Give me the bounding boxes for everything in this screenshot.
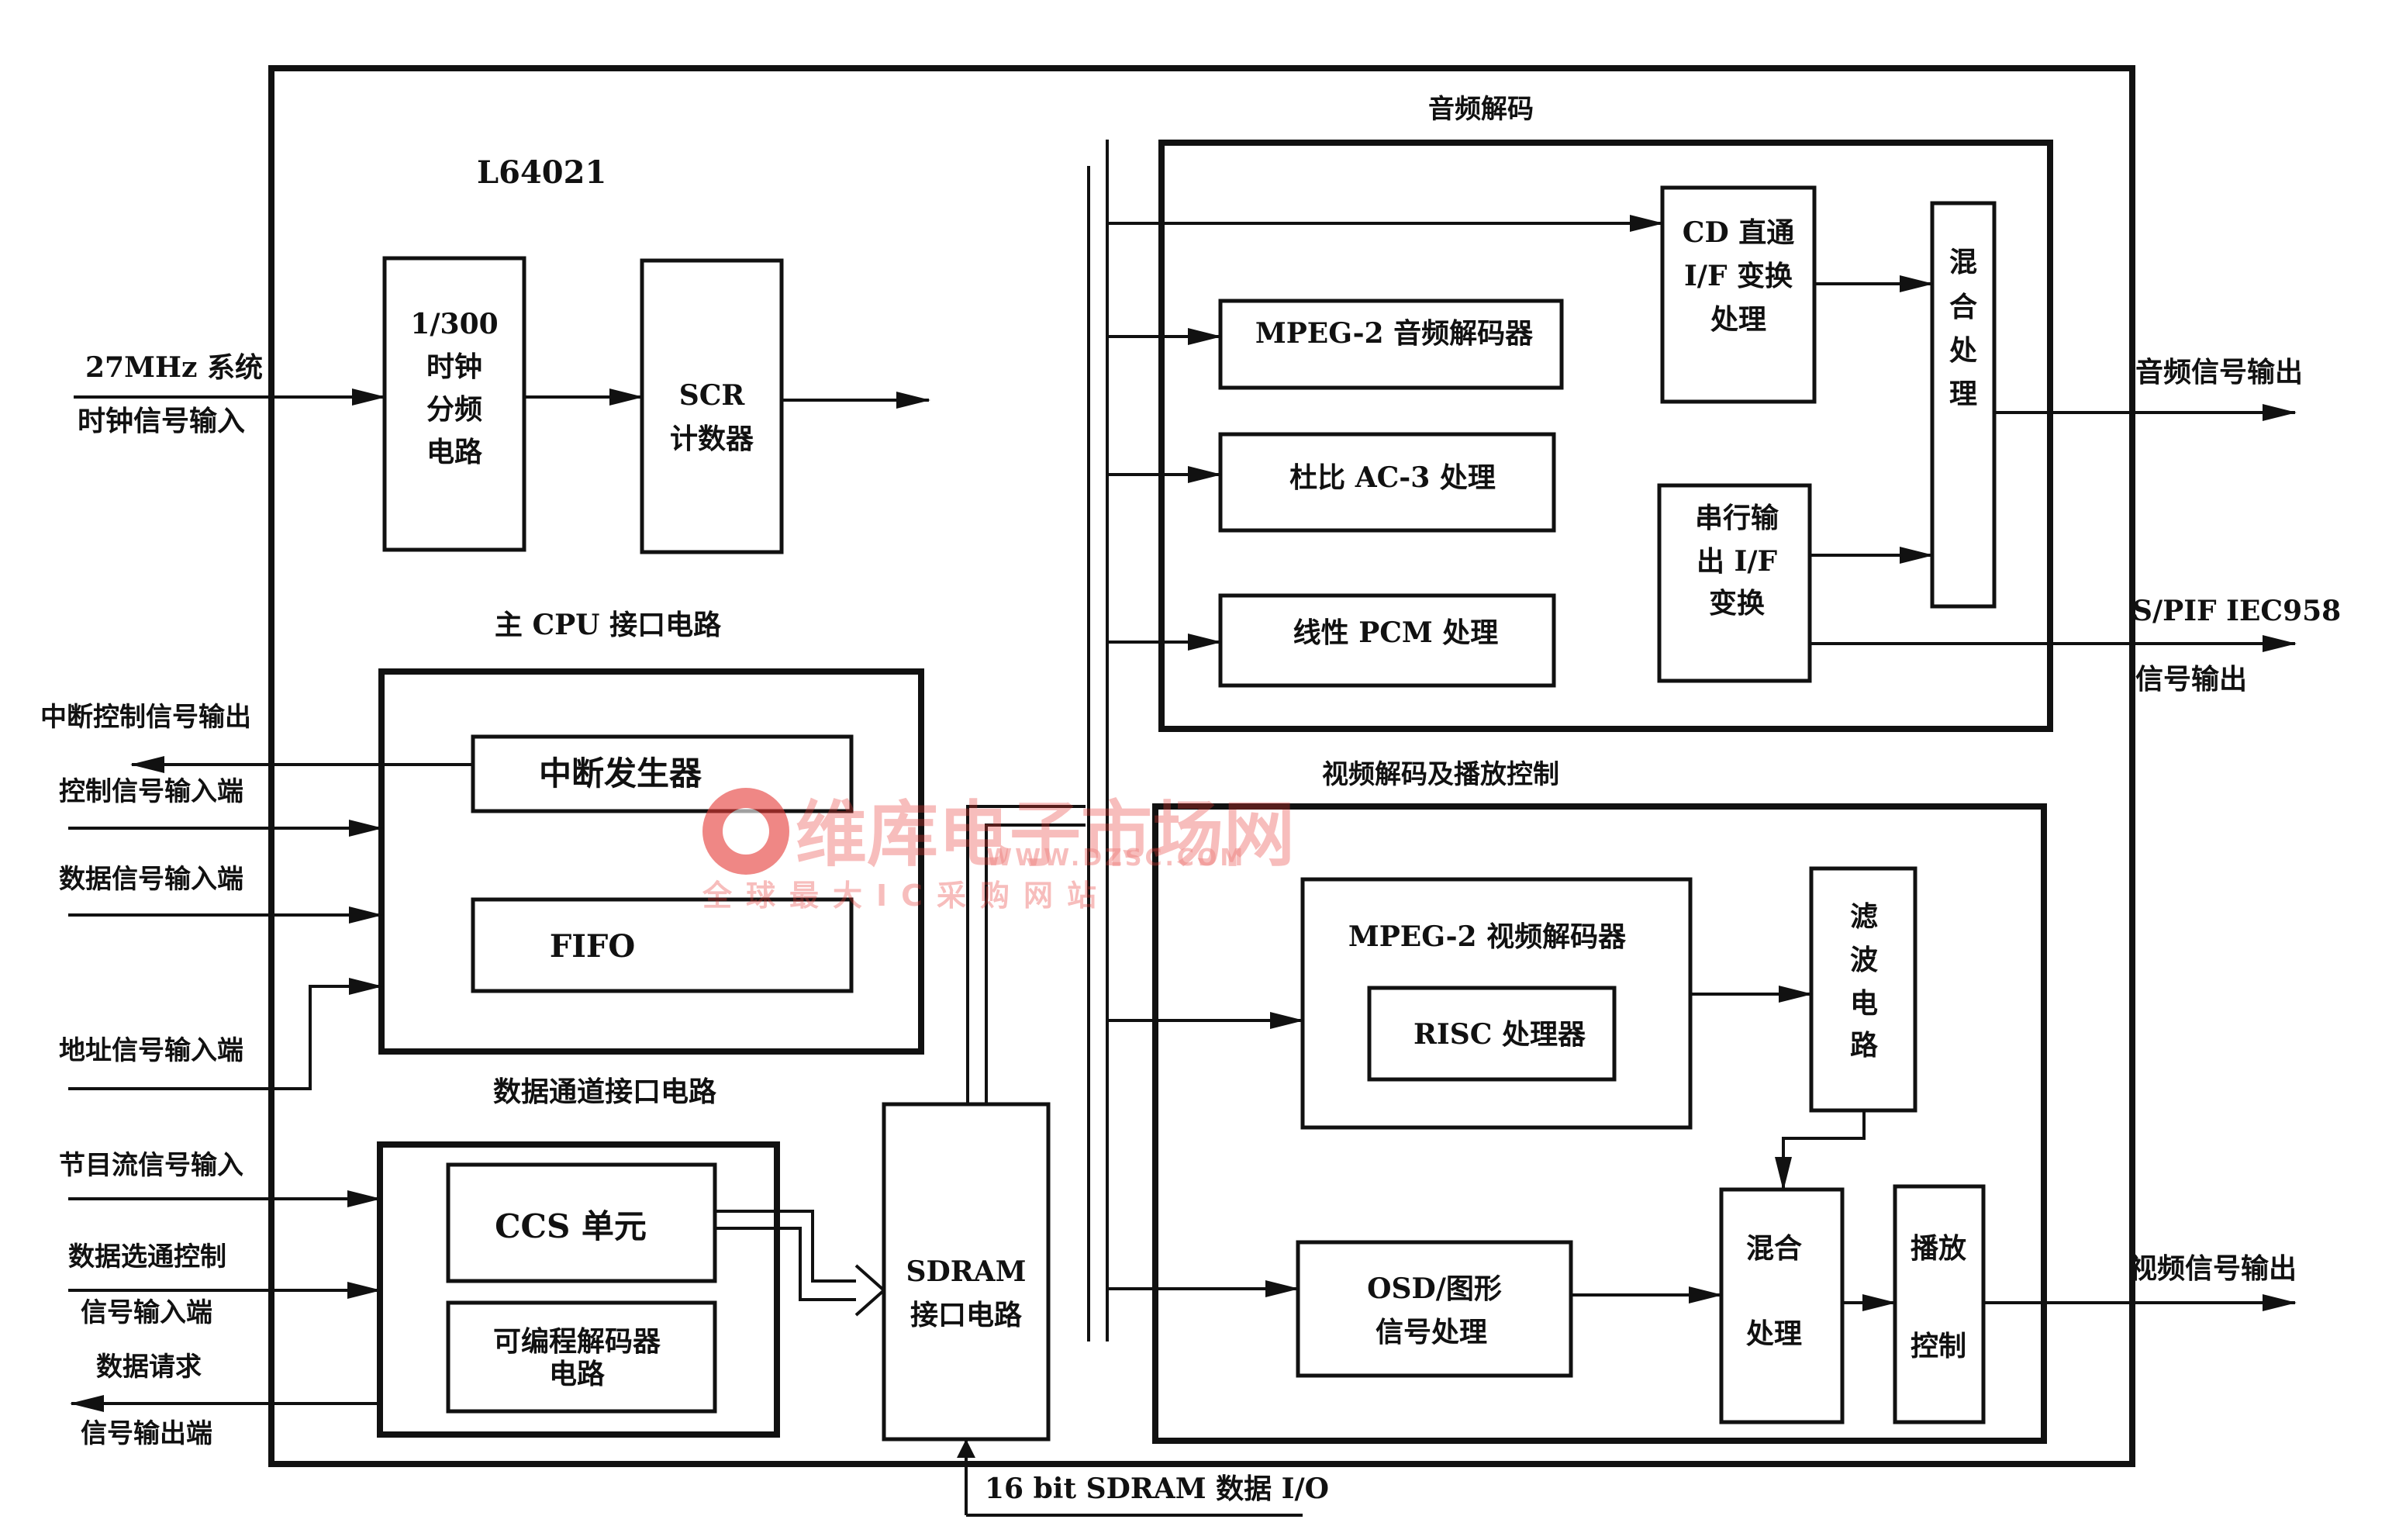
ac3-processing-box [1218,432,1556,533]
sdram-to-bus-line-inner [985,824,1086,1104]
clock-divider-line-3: 分频 [426,393,482,426]
ccs-unit-label: CCS 单元 [495,1207,647,1245]
risc-processor-label: RISC 处理器 [1414,1018,1586,1051]
audio-mix-box [1930,201,1997,609]
watermark-logo: 维库电子市场网 WWW.DZSC.COM 全球最大IC采购网站 [702,788,1295,913]
interrupt-output-label: 中断控制信号输出 [40,702,251,733]
audio-output-label: 音频信号输出 [2135,356,2303,388]
video-mix-line-2: 处理 [1746,1317,1802,1350]
clock-divider-box [382,256,526,552]
audio-section-title: 音频解码 [1428,94,1534,125]
cd-if-line-2: I/F 变换 [1684,260,1793,292]
osd-processing-box [1296,1240,1573,1378]
mpeg2-audio-decoder-label: MPEG-2 音频解码器 [1255,317,1534,350]
ac3-processing-label: 杜比 AC-3 处理 [1289,461,1496,494]
clock-input-label-1: 27MHz 系统 [85,351,263,384]
sdram-io-arrowhead-up [957,1439,975,1458]
sdram-interface-box [882,1102,1051,1442]
data-select-label-1: 数据选通控制 [68,1241,226,1272]
ccs-to-sdram-bus-upper [715,1210,862,1283]
video-section-title: 视频解码及播放控制 [1322,759,1559,790]
watermark-brand: 维库电子市场网 [796,793,1295,876]
audio-mix-line-2: 合 [1949,291,1977,323]
chip-title: L64021 [477,154,606,191]
audio-mix-line-1: 混 [1949,246,1977,278]
address-input-label: 地址信号输入端 [59,1035,243,1066]
clock-input-label-2: 时钟信号输入 [78,405,245,437]
serial-if-box [1657,483,1812,683]
data-request-label-2: 信号输出端 [81,1418,212,1449]
ccs-to-sdram-arrowhead [854,1264,887,1317]
osd-processing-line-2: 信号处理 [1376,1316,1487,1348]
ccs-to-sdram-bus-lower [715,1227,862,1301]
spdif-output-label-1: S/PIF IEC958 [2132,595,2341,627]
scr-counter-line-2: 计数器 [670,423,754,455]
osd-processing-line-1: OSD/图形 [1367,1272,1502,1305]
filter-to-video-mix-arrow [1775,1110,1866,1191]
interrupt-generator-box [471,734,854,813]
video-section-box [1152,803,2047,1444]
sdram-interface-line-2: 接口电路 [910,1299,1023,1331]
filter-circuit-line-2: 波 [1850,944,1878,976]
cpu-interface-title: 主 CPU 接口电路 [495,609,722,641]
control-input-label: 控制信号输入端 [59,776,243,807]
fifo-label: FIFO [550,928,635,965]
playback-control-line-1: 播放 [1911,1232,1966,1265]
scr-counter-box [640,258,784,554]
risc-processor-box [1367,986,1617,1082]
data-select-label-2: 信号输入端 [81,1297,212,1328]
filter-circuit-line-3: 电 [1850,987,1878,1020]
video-mix-line-1: 混合 [1746,1232,1802,1265]
sdram-to-bus-line-outer [966,805,1086,1104]
cd-if-line-3: 处理 [1710,303,1766,336]
serial-if-line-1: 串行输 [1695,502,1779,534]
audio-mix-line-3: 处 [1949,334,1977,367]
playback-control-box [1893,1184,1986,1424]
cd-if-line-1: CD 直通 [1683,216,1794,249]
audio-section-box [1158,140,2053,732]
address-input-arrow [68,978,383,1090]
watermark-url: WWW.DZSC.COM [986,844,1246,872]
video-mix-box [1719,1187,1845,1424]
ccs-unit-box [446,1162,717,1283]
program-stream-label: 节目流信号输入 [59,1150,243,1181]
data-input-label: 数据信号输入端 [59,864,243,895]
scr-counter-line-1: SCR [679,379,746,412]
watermark-slogan: 全球最大IC采购网站 [702,879,1110,913]
pcm-processing-box [1218,593,1556,688]
serial-if-line-2: 出 I/F [1697,545,1778,578]
interrupt-generator-label: 中断发生器 [539,754,702,792]
filter-circuit-line-4: 路 [1850,1029,1879,1062]
sdram-interface-line-1: SDRAM [906,1255,1027,1288]
data-request-label-1: 数据请求 [96,1352,202,1383]
data-channel-title: 数据通道接口电路 [493,1076,717,1108]
clock-divider-line-2: 时钟 [426,350,482,383]
mpeg2-video-decoder-label: MPEG-2 视频解码器 [1348,920,1627,953]
clock-divider-line-1: 1/300 [410,308,498,340]
serial-if-line-3: 变换 [1709,587,1765,620]
spdif-output-label-2: 信号输出 [2135,663,2247,696]
watermark-circle-inner [723,808,769,855]
programmable-decoder-line-1: 可编程解码器 [493,1325,661,1358]
cd-if-box [1660,185,1817,404]
video-output-label: 视频信号输出 [2129,1252,2297,1285]
filter-circuit-line-1: 滤 [1850,900,1878,933]
pcm-processing-label: 线性 PCM 处理 [1293,616,1499,649]
playback-control-line-2: 控制 [1911,1330,1966,1362]
fifo-box [471,897,854,993]
audio-mix-line-4: 理 [1949,378,1977,410]
clock-divider-line-4: 电路 [426,436,483,468]
programmable-decoder-line-2: 电路 [549,1358,606,1390]
sdram-io-label: 16 bit SDRAM 数据 I/O [985,1473,1329,1505]
cpu-interface-box [378,668,924,1055]
programmable-decoder-box [446,1300,717,1414]
